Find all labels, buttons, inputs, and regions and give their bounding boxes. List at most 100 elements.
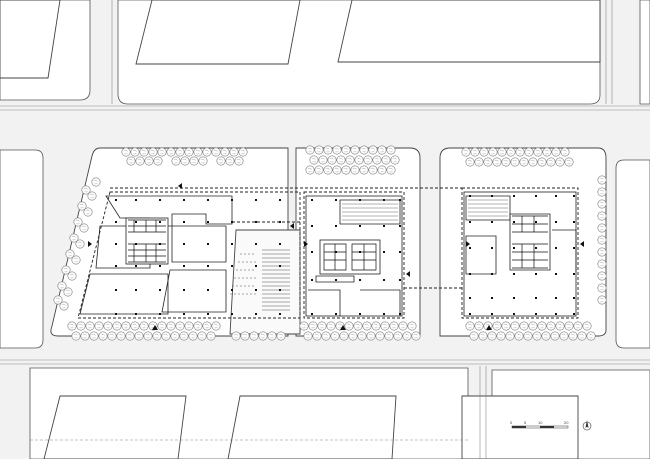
column-dot-icon	[535, 313, 537, 315]
column-dot-icon	[135, 289, 137, 291]
column-dot-icon	[555, 297, 557, 299]
column-dot-icon	[207, 289, 209, 291]
plaza-stairs	[230, 249, 290, 311]
plot-left	[50, 147, 289, 337]
building-top-center	[135, 0, 301, 65]
column-dot-icon	[399, 279, 401, 281]
column-dot-icon	[359, 225, 361, 227]
column-dot-icon	[159, 243, 161, 245]
column-dot-icon	[207, 265, 209, 267]
column-dot-icon	[159, 313, 161, 315]
core-c	[512, 215, 548, 269]
building-top-left	[0, 0, 61, 79]
scale-bar: 0 5 10 20	[510, 420, 569, 429]
core-a	[128, 219, 166, 263]
column-dot-icon	[335, 251, 337, 253]
plot-right	[439, 147, 607, 337]
column-dot-icon	[279, 289, 281, 291]
column-dot-icon	[469, 247, 471, 249]
building-bottom-left	[43, 395, 187, 459]
column-dot-icon	[207, 313, 209, 315]
column-dot-icon	[255, 221, 257, 223]
column-dot-icon	[399, 313, 401, 315]
column-dot-icon	[469, 297, 471, 299]
column-dot-icon	[207, 221, 209, 223]
column-dot-icon	[183, 289, 185, 291]
column-dot-icon	[469, 195, 471, 197]
column-dot-icon	[115, 199, 117, 201]
column-dot-icon	[573, 221, 575, 223]
column-dot-icon	[335, 279, 337, 281]
column-dot-icon	[279, 221, 281, 223]
column-dot-icon	[255, 289, 257, 291]
building-c-outline	[461, 187, 579, 319]
column-dot-icon	[135, 265, 137, 267]
column-dot-icon	[159, 289, 161, 291]
column-dot-icon	[231, 199, 233, 201]
column-dot-icon	[555, 273, 557, 275]
column-dot-icon	[159, 265, 161, 267]
column-dot-icon	[359, 251, 361, 253]
column-dot-icon	[183, 265, 185, 267]
building-b-plan	[305, 195, 403, 317]
column-dot-icon	[469, 221, 471, 223]
column-dot-icon	[399, 199, 401, 201]
building-a-outline	[77, 191, 301, 319]
column-dot-icon	[255, 265, 257, 267]
column-dot-icon	[183, 243, 185, 245]
column-dot-icon	[311, 251, 313, 253]
column-dot-icon	[231, 243, 233, 245]
structural-columns	[115, 195, 575, 315]
column-dot-icon	[135, 221, 137, 223]
column-dot-icon	[279, 265, 281, 267]
site-plots	[50, 147, 607, 337]
column-dot-icon	[469, 313, 471, 315]
column-dot-icon	[311, 279, 313, 281]
column-dot-icon	[513, 247, 515, 249]
building-a-plan	[79, 195, 233, 315]
column-dot-icon	[183, 221, 185, 223]
column-dot-icon	[555, 195, 557, 197]
scale-tick-20: 20	[564, 420, 569, 425]
column-dot-icon	[255, 243, 257, 245]
column-dot-icon	[535, 273, 537, 275]
column-dot-icon	[491, 195, 493, 197]
column-dot-icon	[359, 199, 361, 201]
column-dot-icon	[513, 273, 515, 275]
column-dot-icon	[399, 251, 401, 253]
column-dot-icon	[383, 225, 385, 227]
column-dot-icon	[469, 273, 471, 275]
column-dot-icon	[115, 265, 117, 267]
column-dot-icon	[383, 251, 385, 253]
column-dot-icon	[535, 195, 537, 197]
north-arrow-icon	[582, 420, 592, 431]
column-dot-icon	[135, 243, 137, 245]
column-dot-icon	[231, 221, 233, 223]
column-dot-icon	[183, 313, 185, 315]
column-dot-icon	[115, 289, 117, 291]
column-dot-icon	[335, 313, 337, 315]
tree-row-right-edge	[597, 175, 607, 305]
city-block-top-right	[639, 0, 650, 105]
column-dot-icon	[513, 297, 515, 299]
column-dot-icon	[573, 297, 575, 299]
column-dot-icon	[573, 313, 575, 315]
column-dot-icon	[555, 221, 557, 223]
column-dot-icon	[231, 289, 233, 291]
city-block-left	[0, 149, 44, 349]
column-dot-icon	[115, 221, 117, 223]
column-dot-icon	[573, 247, 575, 249]
column-dot-icon	[335, 225, 337, 227]
column-dot-icon	[491, 297, 493, 299]
column-dot-icon	[359, 313, 361, 315]
column-dot-icon	[159, 221, 161, 223]
plot-center	[295, 147, 421, 337]
column-dot-icon	[135, 199, 137, 201]
column-dot-icon	[513, 313, 515, 315]
building-bottom-center	[227, 395, 397, 459]
scale-tick-10: 10	[538, 420, 543, 425]
column-dot-icon	[279, 243, 281, 245]
column-dot-icon	[383, 313, 385, 315]
building-top-right	[337, 0, 601, 63]
column-dot-icon	[279, 199, 281, 201]
